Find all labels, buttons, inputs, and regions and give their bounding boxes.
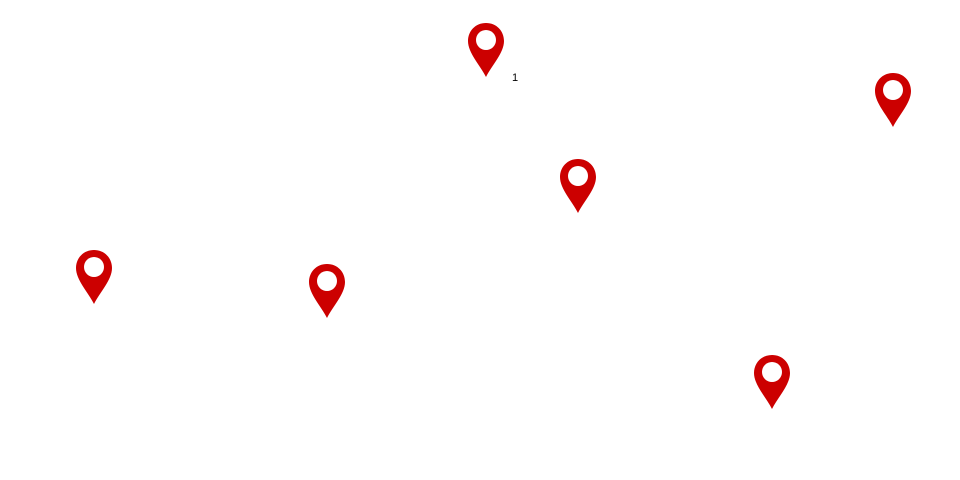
map-label: 1: [512, 72, 519, 84]
map-pin-icon: [76, 250, 112, 304]
map-pin-marker[interactable]: [752, 353, 792, 411]
map-pin-marker[interactable]: [558, 157, 598, 215]
map-pin-icon: [309, 264, 345, 318]
map-pin-icon: [754, 355, 790, 409]
map-pin-marker[interactable]: [873, 71, 913, 129]
map-pin-icon: [875, 73, 911, 127]
map-pin-marker[interactable]: [466, 21, 506, 79]
map-pin-marker[interactable]: [74, 248, 114, 306]
map-pin-icon: [468, 23, 504, 77]
map-pin-marker[interactable]: [307, 262, 347, 320]
map-pin-icon: [560, 159, 596, 213]
